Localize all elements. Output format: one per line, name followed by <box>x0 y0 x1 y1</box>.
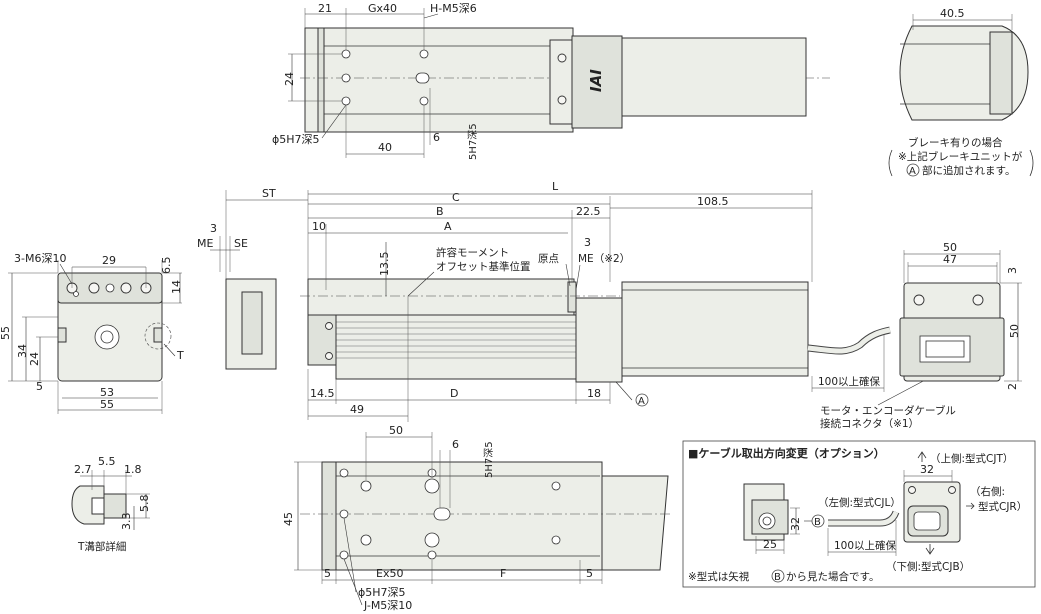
side-dim-d: D <box>450 387 458 400</box>
end-dim-29: 29 <box>102 254 116 267</box>
side-dim-me-left: ME <box>197 237 213 250</box>
bottom-dim-tap: J-M5深10 <box>363 599 412 612</box>
side-view: ST C L B 22.5 108.5 10 A 3 ME SE 13.5 許容… <box>197 180 956 430</box>
side-dim-c: C <box>452 191 460 204</box>
brake-detail: 40.5 ブレーキ有りの場合 ※上記ブレーキユニットが A 部に追加されます。 <box>888 7 1034 177</box>
top-dim-40: 40 <box>378 141 392 154</box>
end-dim-t: T <box>176 349 184 362</box>
top-dim-hole: H-M5深6 <box>430 2 477 15</box>
option-note-1: ※型式は矢視 <box>688 570 750 583</box>
option-bottom: （下側:型式CJB） <box>886 560 970 573</box>
option-right-1: （右側: <box>970 485 1005 498</box>
side-dim-14-5: 14.5 <box>310 387 335 400</box>
t-slot-detail: 2.7 5.5 1.8 5.8 3.3 T溝部詳細 <box>71 455 151 553</box>
bottom-view: 50 6 5H7深5 45 5 Ex50 F 5 ϕ5H7深5 J-M5深10 <box>282 424 670 612</box>
end-dim-34: 34 <box>16 344 29 358</box>
option-dim-32: 32 <box>920 463 934 476</box>
motor-end-view: 50 47 3 50 2 <box>899 241 1022 390</box>
side-dim-a: A <box>444 220 452 233</box>
bottom-dim-5-right: 5 <box>586 567 593 580</box>
bottom-dim-50: 50 <box>389 424 403 437</box>
end-dim-m6: 3-M6深10 <box>14 252 66 265</box>
side-dim-22-5: 22.5 <box>576 205 601 218</box>
bottom-dim-5-left: 5 <box>324 567 331 580</box>
bottom-dim-ex50: Ex50 <box>376 567 403 580</box>
top-dim-21: 21 <box>318 2 332 15</box>
top-dim-depth: 5H7深5 <box>467 123 479 160</box>
end-dim-6-5: 6.5 <box>160 257 173 275</box>
brake-dim-40-5: 40.5 <box>940 7 965 20</box>
bottom-dim-pin: ϕ5H7深5 <box>358 586 406 599</box>
connector-label-1: モータ・エンコーダケーブル <box>820 404 956 417</box>
option-right-2: 型式CJR） <box>978 500 1027 513</box>
option-title: ■ケーブル取出方向変更（オプション） <box>688 446 885 460</box>
bottom-dim-depth: 5H7深5 <box>483 441 495 478</box>
option-marker-b: B <box>814 517 821 528</box>
side-dim-18: 18 <box>587 387 601 400</box>
end-view: 3-M6深10 29 6.5 14 55 34 24 5 53 55 T <box>0 252 184 414</box>
option-note-2: から見た場合です。 <box>786 570 879 583</box>
option-top: （上側:型式CJT） <box>930 452 1013 465</box>
option-cable-len: 100以上確保 <box>834 539 897 552</box>
top-view: IAI 21 Gx40 H-M5深6 24 ϕ5H7深5 40 6 5H7深5 <box>272 2 830 160</box>
option-dim-25: 25 <box>763 538 777 551</box>
connector-label-2: 接続コネクタ（※1） <box>820 417 919 430</box>
bottom-dim-45: 45 <box>282 512 295 526</box>
side-dim-se: SE <box>234 237 248 250</box>
iai-logo: IAI <box>587 69 605 92</box>
tslot-dim-5-5: 5.5 <box>98 455 116 468</box>
top-dim-gx40: Gx40 <box>368 2 397 15</box>
side-dim-3-right: 3 <box>584 236 591 249</box>
end-dim-55v: 55 <box>0 326 12 340</box>
side-dim-13-5: 13.5 <box>378 252 391 277</box>
brake-caption-1: ブレーキ有りの場合 <box>908 136 1003 149</box>
end-dim-53: 53 <box>100 386 114 399</box>
end-dim-14: 14 <box>170 280 183 294</box>
brake-marker: A <box>909 166 916 177</box>
tslot-caption: T溝部詳細 <box>77 540 126 553</box>
side-dim-3-left: 3 <box>210 222 217 235</box>
top-dim-pin: ϕ5H7深5 <box>272 133 320 146</box>
side-dim-10: 10 <box>312 220 326 233</box>
side-dim-108-5: 108.5 <box>697 195 729 208</box>
motor-dim-3: 3 <box>1006 267 1019 274</box>
side-dim-b: B <box>436 205 444 218</box>
option-dim-32v: 32 <box>789 517 802 531</box>
tslot-dim-1-8: 1.8 <box>124 463 142 476</box>
motor-dim-50: 50 <box>943 241 957 254</box>
end-dim-55h: 55 <box>100 398 114 411</box>
tslot-dim-2-7: 2.7 <box>74 463 92 476</box>
side-cable-len: 100以上確保 <box>818 375 881 388</box>
moment-label-1: 許容モーメント <box>436 246 509 259</box>
bottom-dim-6: 6 <box>452 438 459 451</box>
brake-caption-3: 部に追加されます。 <box>922 164 1015 177</box>
option-note-marker: B <box>774 572 781 583</box>
side-dim-me2: ME（※2） <box>578 253 630 265</box>
side-marker-a: A <box>638 396 645 407</box>
side-dim-l: L <box>552 180 559 193</box>
tslot-dim-5-8: 5.8 <box>138 495 151 513</box>
option-box: ■ケーブル取出方向変更（オプション） 32 B 25 32 （上側:型式CJT）… <box>682 440 1036 588</box>
side-dim-st: ST <box>262 187 276 200</box>
bottom-dim-f: F <box>500 567 506 580</box>
motor-dim-2: 2 <box>1006 383 1019 390</box>
tslot-dim-3-3: 3.3 <box>120 513 133 531</box>
top-dim-6: 6 <box>433 131 440 144</box>
moment-label-2: オフセット基準位置 <box>436 260 531 273</box>
end-dim-24: 24 <box>28 352 41 366</box>
end-dim-5: 5 <box>36 380 43 393</box>
side-origin: 原点 <box>538 253 559 265</box>
option-left: （左側:型式CJL） <box>818 496 901 509</box>
motor-dim-47: 47 <box>943 253 957 266</box>
motor-dim-50v: 50 <box>1008 324 1021 338</box>
side-dim-49: 49 <box>350 403 364 416</box>
brake-caption-2: ※上記ブレーキユニットが <box>898 150 1023 163</box>
top-dim-24: 24 <box>283 72 296 86</box>
